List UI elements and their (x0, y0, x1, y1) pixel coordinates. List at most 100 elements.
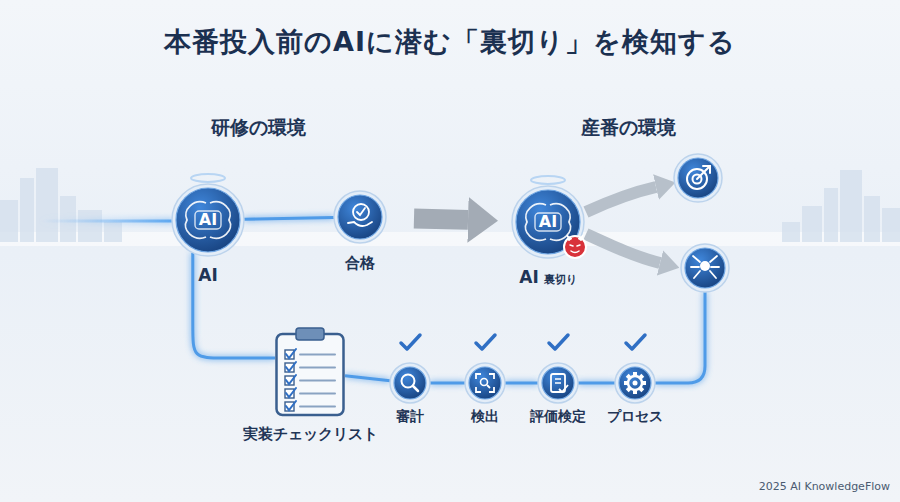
checklist-line (300, 354, 335, 356)
clipboard-shape (275, 328, 345, 416)
icon-ring (538, 363, 578, 403)
checklist-line (300, 380, 335, 382)
node-label: 裏切り (544, 274, 577, 287)
magnifier-handle (413, 386, 418, 391)
flow-line (505, 382, 538, 385)
flow-line (345, 376, 390, 381)
flow-line (40, 220, 174, 223)
icon-ring (390, 363, 430, 403)
skyline-right (782, 170, 900, 242)
building (802, 206, 822, 242)
circle-shape (538, 363, 578, 403)
circle-shape (390, 363, 430, 403)
icon-disc (619, 367, 651, 399)
node-caption-row: 審計 (365, 408, 455, 424)
flow-line (244, 218, 334, 220)
check-mark (357, 208, 365, 215)
icon-disc (176, 188, 240, 252)
node-label: 評価検定 (530, 408, 586, 424)
node-label: 実装チェックリスト (243, 426, 378, 443)
circle-shape (615, 363, 655, 403)
building (36, 168, 58, 242)
node-label: プロセス (607, 408, 663, 424)
building (782, 222, 800, 242)
check-mark (549, 335, 568, 349)
node-caption-row: 合格 (310, 255, 410, 272)
icon-disc (469, 367, 501, 399)
halo (531, 176, 565, 184)
scan-frame (476, 374, 494, 392)
check-mark (401, 335, 420, 349)
checklist-node: 実装チェックリスト (220, 328, 400, 443)
building (20, 178, 34, 242)
devil-horns (567, 235, 583, 241)
skyline-left (0, 168, 122, 242)
clipboard-board (277, 334, 344, 415)
check-mark (286, 349, 296, 358)
doc-lines (555, 379, 561, 383)
node-caption-row: 実装チェックリスト (220, 426, 400, 443)
icon-ring (172, 184, 244, 256)
transition-arrow (414, 218, 468, 219)
icon-disc (685, 248, 725, 288)
flow-line (193, 253, 275, 358)
doc-check (559, 385, 568, 392)
check-mark (286, 388, 296, 397)
node-label: 審計 (396, 408, 424, 424)
check-mark (286, 362, 296, 371)
icon-ring (674, 154, 722, 202)
checklist-line (300, 367, 335, 369)
branch-arrow (586, 187, 656, 212)
check-mark (476, 335, 495, 349)
horizon-band (0, 232, 900, 246)
target-arrow (697, 166, 710, 179)
checklist-line (300, 393, 335, 395)
icon-disc (542, 367, 574, 399)
check-marks (401, 335, 645, 349)
building (864, 196, 880, 242)
node-caption-row: AI裏切り (473, 268, 623, 288)
flow-line (430, 382, 465, 385)
icon-text-area: AI (172, 184, 244, 256)
building (78, 210, 102, 242)
pass-node: 合格 (310, 191, 410, 272)
building (0, 200, 18, 242)
node-label: 検出 (471, 408, 499, 424)
step-node: 検出 (440, 363, 530, 424)
icon-disc (678, 158, 718, 198)
icon-text: AI (539, 214, 557, 230)
ai-node: AI AI裏切り (473, 186, 623, 288)
checklist-line (300, 406, 335, 408)
target-icon (674, 154, 722, 202)
gear-body (628, 376, 642, 390)
node-caption-row: 評価検定 (513, 408, 603, 424)
bug-body (700, 261, 710, 271)
watermark: 2025 AI KnowledgeFlow (690, 480, 890, 493)
building (840, 170, 862, 242)
ai-node: AIAI (148, 184, 268, 286)
check-mark (286, 375, 296, 384)
flow-line (578, 382, 615, 385)
icon-ring (615, 363, 655, 403)
building (104, 222, 122, 242)
brain-outline (525, 204, 570, 240)
icon-ring (334, 191, 386, 243)
building (824, 188, 838, 242)
scan-lens (481, 379, 488, 386)
step-node: プロセス (590, 363, 680, 424)
section-heading: 研修の環境 (158, 116, 358, 139)
node-caption-row: 検出 (440, 408, 530, 424)
flow-line (655, 292, 705, 383)
doc-sheet (551, 374, 565, 392)
halo (191, 174, 225, 182)
circle-shape (465, 363, 505, 403)
diagram-title: 本番投入前のAIに潜む「裏切り」を検知する (0, 24, 900, 60)
building (60, 196, 76, 242)
building (882, 208, 900, 242)
branch-arrow (586, 234, 660, 263)
bug-legs (691, 256, 719, 278)
